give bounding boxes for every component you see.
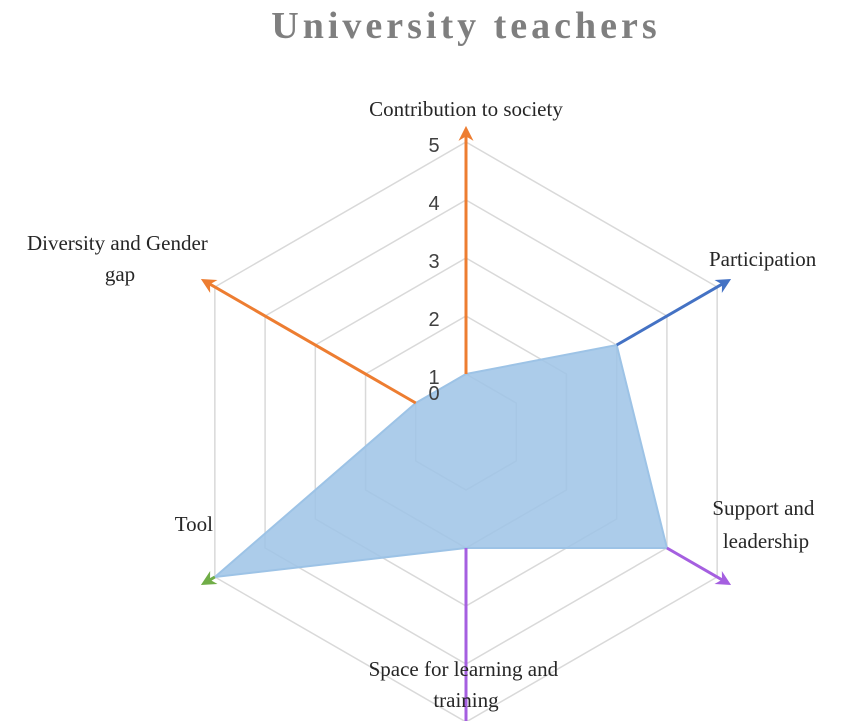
axes [200,125,732,721]
chart-title: University teachers [271,5,660,47]
axis-arrow [200,278,417,405]
axis-label-support: Support and leadership [712,496,819,553]
series-area [211,343,669,579]
axis-labels: Contribution to society Participation Su… [27,97,819,712]
tick-labels: 01 2 3 4 5 [428,135,439,405]
tick-label: 1 [428,367,439,389]
series-polygon [211,343,669,579]
axis-label-diversity: Diversity and Gender gap [27,231,213,286]
axis-arrow [615,278,732,347]
tick-label: 2 [428,309,439,331]
tick-label: 5 [428,135,439,157]
tick-label: 0 [428,383,439,405]
axis-label-participation: Participation [709,247,817,271]
axis-label-contribution: Contribution to society [369,97,563,121]
axis-label-space: Space for learning and training [369,657,564,712]
axis-arrow [200,571,218,586]
axis-arrow [666,546,732,586]
tick-label: 4 [428,193,439,215]
tick-label: 3 [428,251,439,273]
axis-label-tool: Tool [175,512,213,536]
